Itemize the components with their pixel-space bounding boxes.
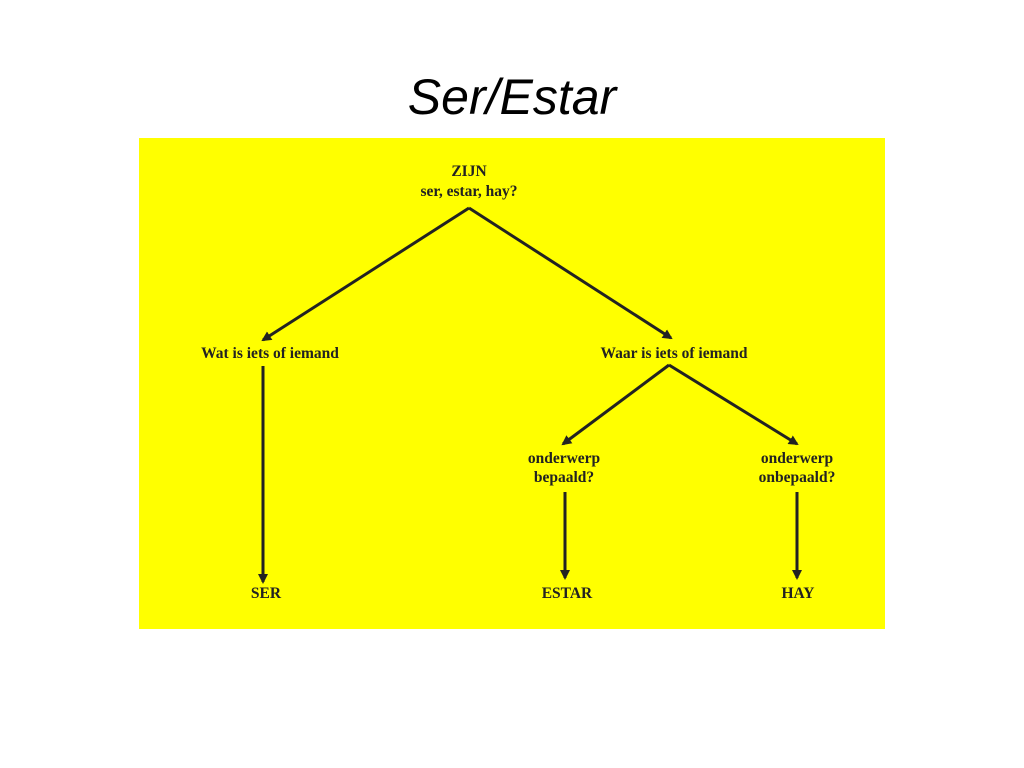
left-branch-label: Wat is iets of iemand [201,345,339,362]
slide-title: Ser/Estar [407,69,617,125]
root-node-title: ZIJN [451,163,486,180]
result-hay: HAY [781,585,814,602]
root-node-question: ser, estar, hay? [420,183,517,200]
arrow-waar-to-onbepaald [668,363,799,446]
result-ser: SER [251,585,282,602]
subject-undefined-line2: onbepaald? [759,469,836,486]
subject-defined-line2: bepaald? [534,469,594,486]
flowchart-panel: ZIJN ser, estar, hay? Wat is iets of iem… [139,138,885,629]
arrow-root-to-wat [261,206,470,342]
flowchart-diagram: ZIJN ser, estar, hay? Wat is iets of iem… [139,138,885,629]
subject-defined-line1: onderwerp [528,450,600,467]
subject-undefined-line1: onderwerp [761,450,833,467]
arrow-waar-to-bepaald [561,363,670,446]
arrow-root-to-waar [468,206,673,340]
result-estar: ESTAR [542,585,593,602]
right-branch-label: Waar is iets of iemand [601,345,748,362]
diagram-background [139,138,885,629]
